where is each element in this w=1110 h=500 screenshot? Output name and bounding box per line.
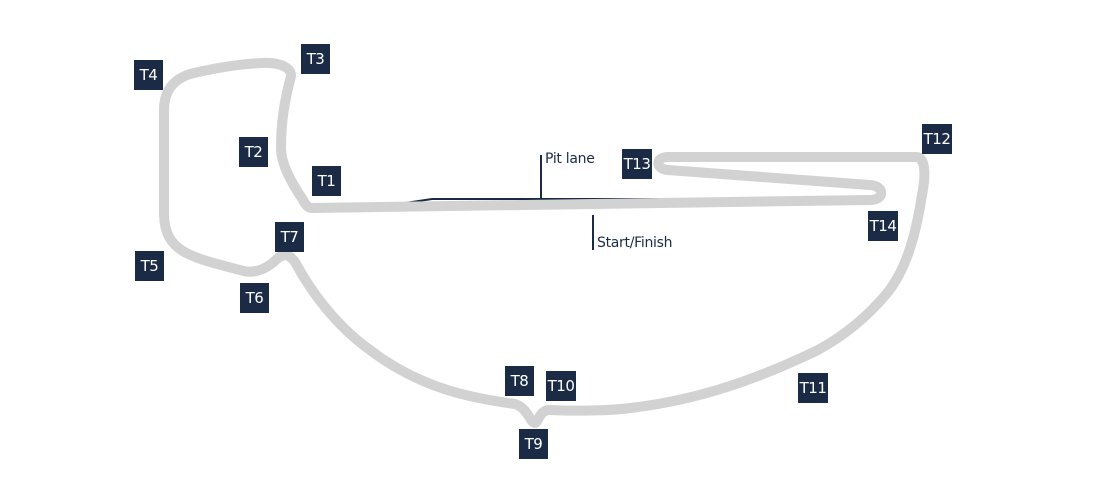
turn-badge-t12: T12: [922, 124, 952, 154]
start-finish-label: Start/Finish: [597, 235, 673, 251]
turn-badge-t3: T3: [301, 44, 330, 74]
turn-badge-t6: T6: [240, 283, 269, 313]
turn-badge-t4: T4: [134, 60, 163, 90]
turn-badge-t8: T8: [505, 366, 534, 396]
turn-badge-t2: T2: [239, 137, 268, 167]
turn-badge-t14: T14: [868, 211, 898, 241]
turn-badge-t1: T1: [312, 166, 341, 196]
turn-badge-t9: T9: [519, 429, 548, 459]
turn-badge-t7: T7: [275, 222, 304, 252]
turn-badge-t13: T13: [622, 149, 652, 179]
track-outline: [159, 57, 930, 428]
pit-lane-label: Pit lane: [545, 151, 595, 167]
turn-badge-t5: T5: [135, 251, 164, 281]
turn-badge-t10: T10: [546, 371, 576, 401]
turn-badge-t11: T11: [798, 373, 828, 403]
